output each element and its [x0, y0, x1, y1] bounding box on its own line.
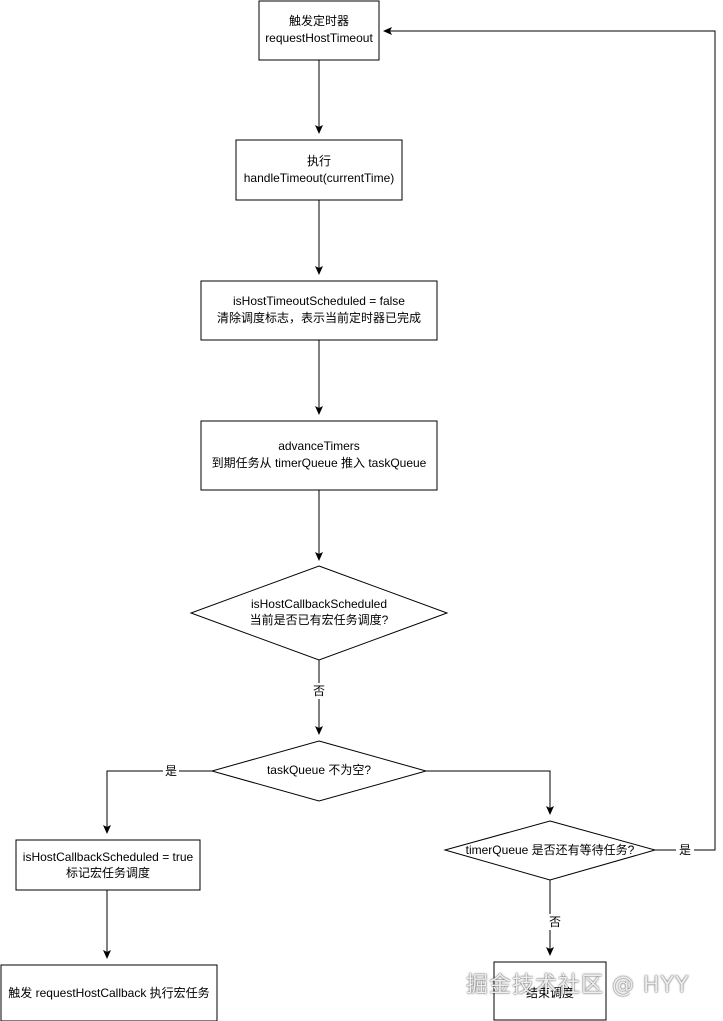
node-advance-timers: advanceTimers 到期任务从 timerQueue 推入 taskQu… — [200, 420, 438, 491]
node-check-task-queue: taskQueue 不为空? — [210, 740, 428, 802]
node-reset-timeout-flag: isHostTimeoutScheduled = false 清除调度标志，表示… — [200, 280, 438, 341]
svg-text:isHostTimeoutScheduled = false: isHostTimeoutScheduled = false — [233, 294, 405, 308]
edge-label-yes-timerqueue: 是 — [676, 842, 694, 858]
node-trigger-timer: 触发定时器 requestHostTimeout — [258, 0, 380, 61]
node-handle-timeout: 执行 handleTimeout(currentTime) — [235, 139, 403, 201]
svg-text:handleTimeout(currentTime): handleTimeout(currentTime) — [244, 171, 395, 185]
edge-label-no-timerqueue: 否 — [547, 914, 563, 930]
svg-text:否: 否 — [549, 915, 561, 929]
svg-text:清除调度标志，表示当前定时器已完成: 清除调度标志，表示当前定时器已完成 — [217, 310, 421, 325]
svg-text:taskQueue 不为空?: taskQueue 不为空? — [267, 763, 371, 777]
svg-text:timerQueue 是否还有等待任务?: timerQueue 是否还有等待任务? — [466, 842, 635, 857]
svg-text:当前是否已有宏任务调度?: 当前是否已有宏任务调度? — [250, 612, 389, 627]
edge-taskqueue-yes — [103, 770, 212, 834]
node-request-host-callback: 触发 requestHostCallback 执行宏任务 — [0, 964, 218, 1021]
svg-text:是: 是 — [679, 843, 691, 857]
svg-text:否: 否 — [313, 684, 325, 698]
svg-text:isHostCallbackScheduled: isHostCallbackScheduled — [251, 597, 387, 611]
node-check-timer-queue: timerQueue 是否还有等待任务? — [443, 820, 657, 881]
node-mark-callback-scheduled: isHostCallbackScheduled = true 标记宏任务调度 — [15, 839, 201, 891]
svg-text:isHostCallbackScheduled = true: isHostCallbackScheduled = true — [23, 850, 194, 864]
svg-text:是: 是 — [165, 764, 177, 778]
svg-text:触发定时器: 触发定时器 — [289, 13, 349, 28]
edge-label-yes-taskqueue: 是 — [163, 763, 179, 779]
svg-text:advanceTimers: advanceTimers — [278, 439, 360, 453]
node-check-callback-scheduled: isHostCallbackScheduled 当前是否已有宏任务调度? — [189, 565, 449, 661]
svg-text:执行: 执行 — [307, 154, 331, 168]
watermark: 掘金技术社区 @ HYY — [466, 973, 690, 998]
svg-text:到期任务从 timerQueue 推入 taskQueue: 到期任务从 timerQueue 推入 taskQueue — [212, 455, 427, 470]
svg-text:结束调度: 结束调度 — [526, 985, 574, 1000]
svg-text:标记宏任务调度: 标记宏任务调度 — [66, 865, 150, 880]
edge-taskqueue-no — [426, 770, 554, 815]
svg-text:requestHostTimeout: requestHostTimeout — [265, 31, 373, 45]
node-end-schedule: 结束调度 — [493, 961, 607, 1021]
edge-label-no-callback: 否 — [311, 683, 327, 699]
svg-text:触发 requestHostCallback 执行宏任务: 触发 requestHostCallback 执行宏任务 — [8, 985, 209, 1000]
